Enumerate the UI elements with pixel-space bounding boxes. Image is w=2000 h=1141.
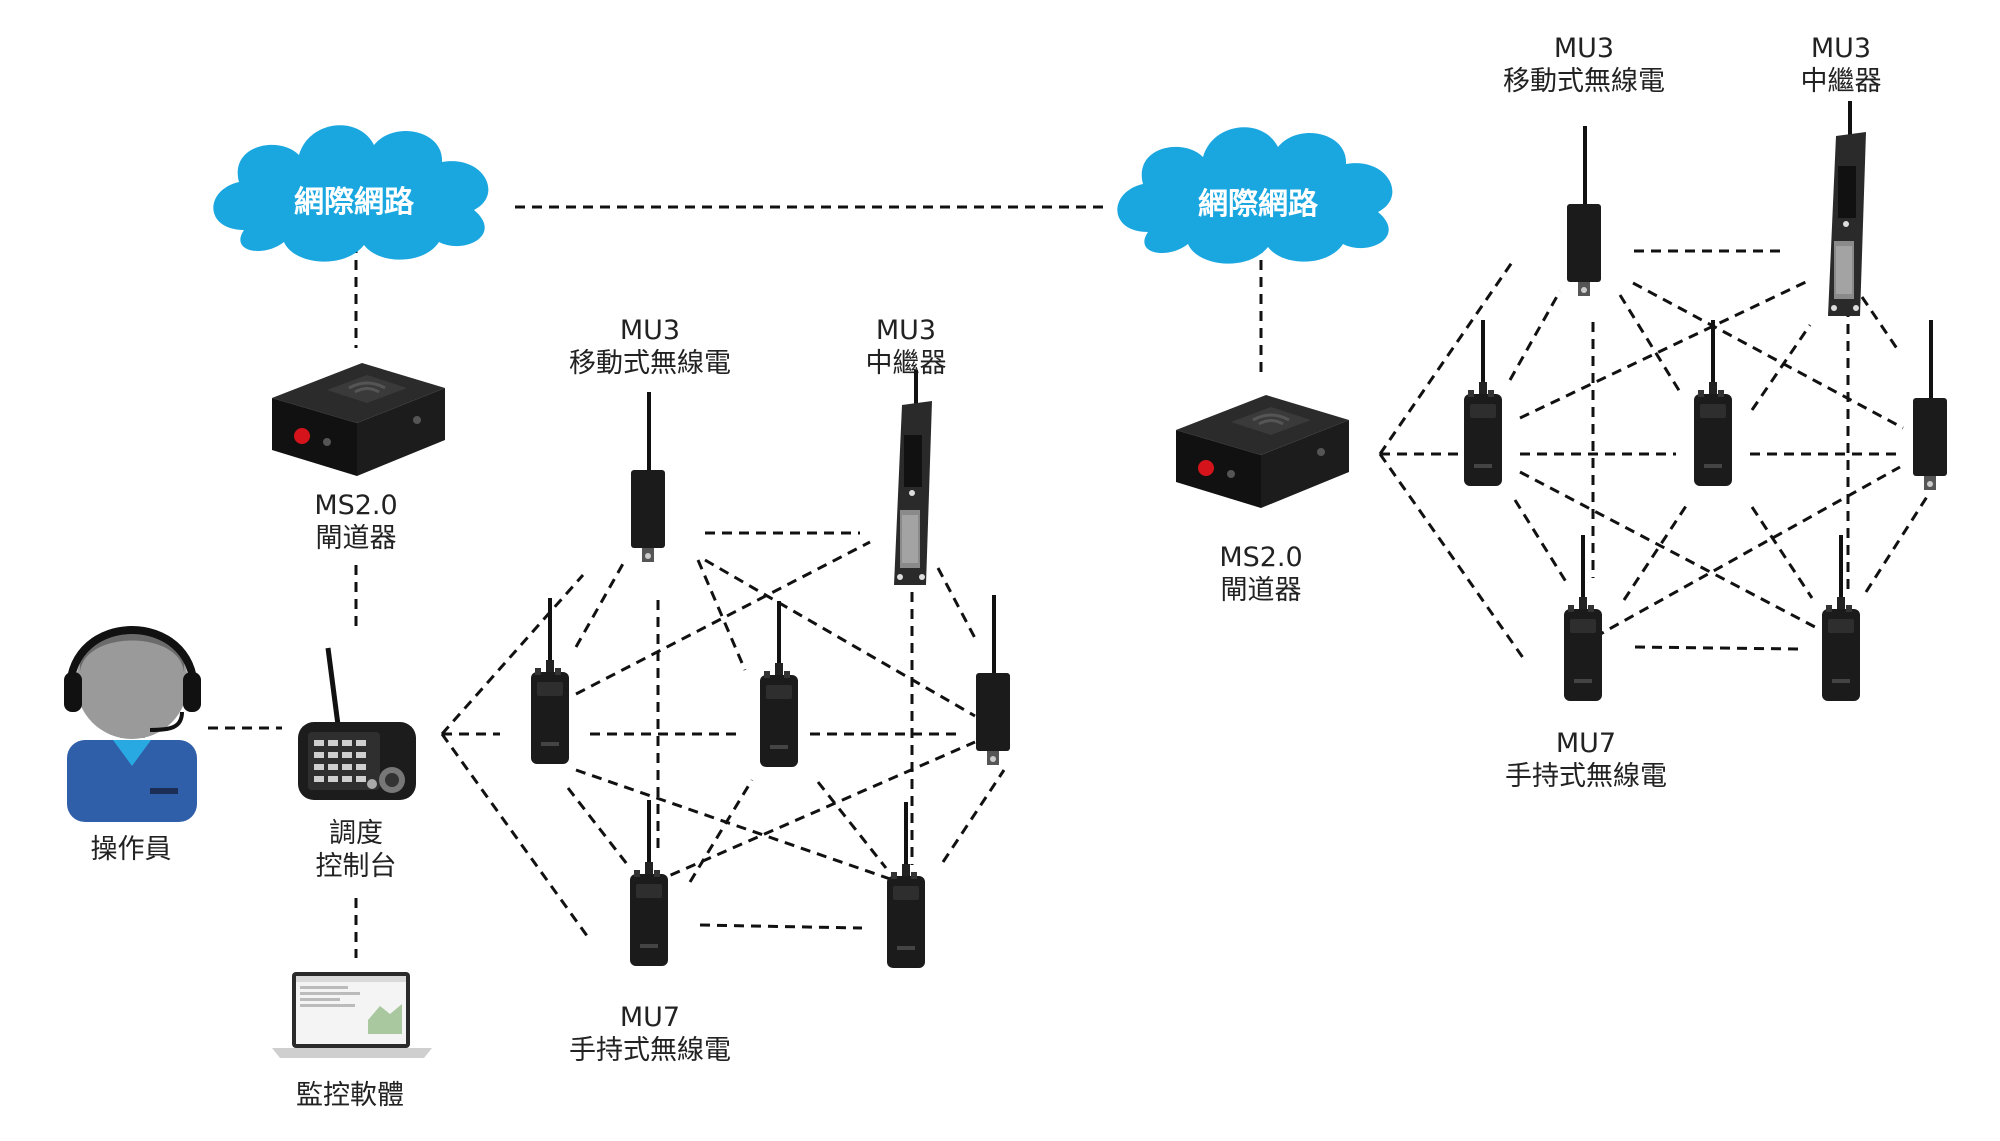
- monitoring-laptop: 監控軟體: [272, 972, 432, 1111]
- console-label-line2: 控制台: [316, 851, 397, 882]
- handheld-radio-icon: [887, 802, 925, 968]
- mu7-name: 手持式無線電: [1505, 761, 1667, 792]
- laptop-icon: [272, 972, 432, 1058]
- gateway-model: MS2.0: [314, 490, 397, 521]
- gateway-right: [1174, 393, 1351, 510]
- handheld-radio-icon: [1694, 320, 1732, 486]
- mu7-name: 手持式無線電: [569, 1035, 731, 1066]
- mu7-model: MU7: [620, 1002, 680, 1033]
- connector-lines: [208, 205, 1932, 958]
- gateway-model: MS2.0: [1219, 542, 1302, 573]
- handheld-radio-icon: [630, 800, 668, 966]
- console-label-line1: 調度: [329, 818, 383, 849]
- gateway-name: 閘道器: [316, 523, 397, 554]
- repeater-icon: [894, 370, 932, 585]
- handheld-radio-icon: [1464, 320, 1502, 486]
- mu3-repeater-name: 中繼器: [866, 348, 947, 379]
- handheld-radio-icon: [531, 598, 569, 764]
- operator-headset-icon: [64, 626, 201, 822]
- handheld-radio-icon: [760, 601, 798, 767]
- gateway-box-icon: [1174, 393, 1351, 510]
- mu3-mobile-model: MU3: [1554, 33, 1614, 64]
- dispatch-console: 調度 控制台: [298, 647, 416, 882]
- mu3-mobile-model: MU3: [620, 315, 680, 346]
- handheld-radio-icon: [1822, 535, 1860, 701]
- dispatch-console-icon: [298, 647, 416, 800]
- gateway-box-icon: [270, 361, 447, 478]
- left-radio-network: MU3 移動式無線電 MU3 中繼器 MU7 手持式無線電: [531, 315, 1010, 1066]
- internet-label: 網際網路: [294, 185, 415, 220]
- mu3-repeater-model: MU3: [876, 315, 936, 346]
- mu3-repeater-name: 中繼器: [1801, 66, 1882, 97]
- mu3-mobile-name: 移動式無線電: [569, 348, 731, 379]
- mobile-radio-icon: [1567, 126, 1601, 296]
- monitor-label: 監控軟體: [296, 1080, 404, 1111]
- mu7-model: MU7: [1556, 728, 1616, 759]
- operator: 操作員: [64, 626, 201, 865]
- mobile-radio-icon: [631, 392, 665, 562]
- mu3-mobile-name: 移動式無線電: [1503, 66, 1665, 97]
- mu3-repeater-model: MU3: [1811, 33, 1871, 64]
- right-radio-network: MU3 移動式無線電 MU3 中繼器 MU7 手持式無線電: [1464, 33, 1947, 792]
- gateway-left: [270, 361, 447, 478]
- internet-cloud-right: 網際網路: [1117, 127, 1393, 264]
- mobile-radio-icon: [976, 595, 1010, 765]
- gateway-name: 閘道器: [1221, 575, 1302, 606]
- repeater-icon: [1828, 101, 1866, 316]
- internet-cloud-left: 網際網路: [213, 125, 489, 262]
- handheld-radio-icon: [1564, 535, 1602, 701]
- mobile-radio-icon: [1913, 320, 1947, 490]
- operator-label: 操作員: [91, 834, 172, 865]
- internet-label: 網際網路: [1198, 187, 1319, 222]
